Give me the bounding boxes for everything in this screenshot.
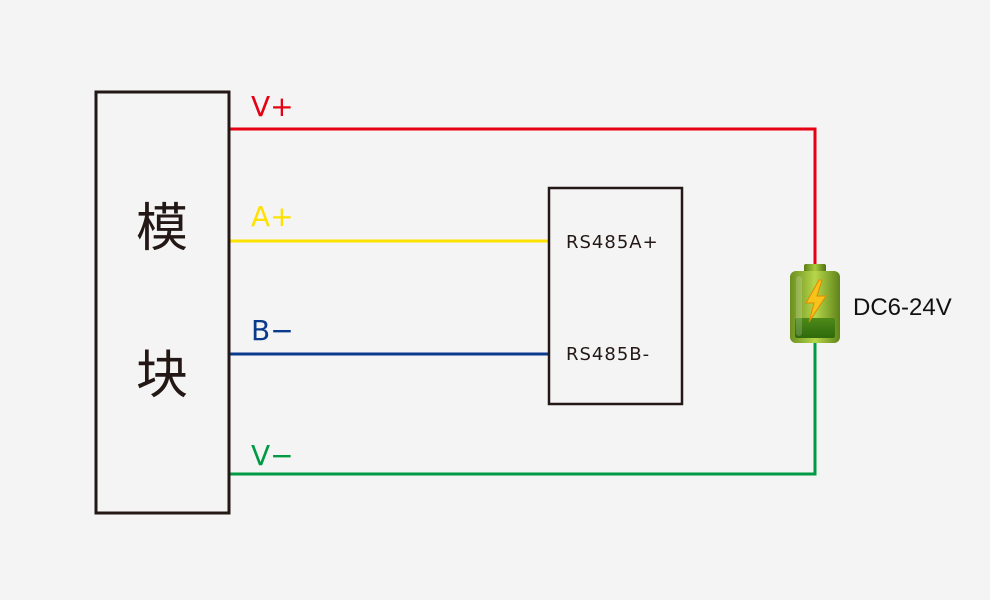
module-char-bottom: 块 — [136, 346, 188, 406]
rs485-pin-a: RS485A+ — [566, 232, 659, 253]
rs485-box — [547, 186, 684, 406]
label-b-minus: B− — [251, 314, 294, 347]
power-label: DC6-24V — [853, 294, 952, 321]
label-v-minus: V− — [251, 439, 294, 472]
module-box — [94, 90, 231, 515]
wire-v-plus — [229, 127, 817, 265]
label-v-plus: V+ — [251, 90, 294, 123]
wire-v-minus — [229, 340, 817, 476]
rs485-pin-b: RS485B- — [566, 344, 650, 365]
battery-charging-icon — [790, 264, 840, 343]
module-char-top: 模 — [136, 199, 188, 259]
label-a-plus: A+ — [251, 200, 294, 233]
